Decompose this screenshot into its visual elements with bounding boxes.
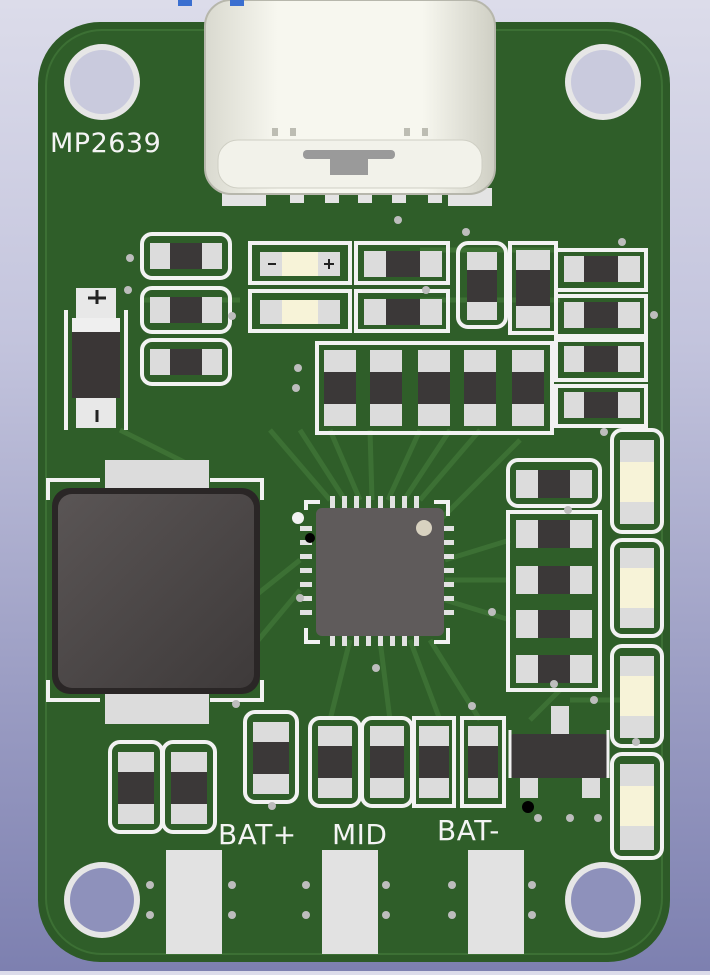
mid-label: MID bbox=[332, 818, 388, 851]
bat-minus-label: BAT- bbox=[437, 814, 500, 847]
vias bbox=[124, 216, 658, 919]
passive-components bbox=[108, 232, 664, 860]
diode-left bbox=[64, 288, 128, 430]
power-inductor bbox=[46, 460, 264, 724]
usb-c-connector bbox=[178, 0, 496, 206]
board-label: MP2639 bbox=[50, 128, 162, 159]
component-bodies bbox=[118, 243, 654, 850]
bat-plus-pad bbox=[166, 850, 222, 954]
mid-pad bbox=[322, 850, 378, 954]
sot23-transistor bbox=[508, 706, 610, 813]
battery-pads bbox=[166, 850, 524, 954]
charger-ic bbox=[292, 496, 454, 646]
mounting-holes bbox=[64, 44, 641, 938]
bat-minus-pad bbox=[468, 850, 524, 954]
bat-plus-label: BAT+ bbox=[218, 818, 297, 851]
